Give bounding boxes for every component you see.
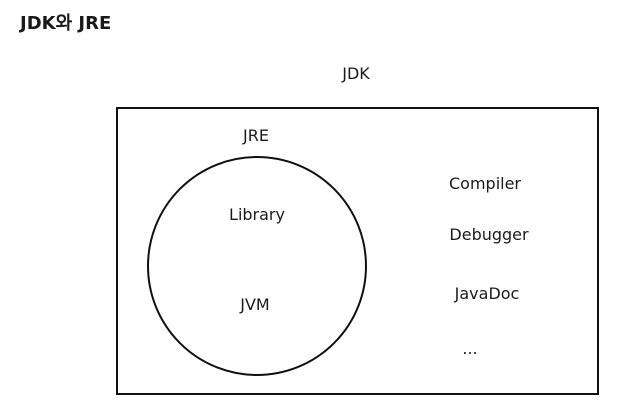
section-heading: JDK와 JRE xyxy=(20,13,112,34)
compiler-label: Compiler xyxy=(448,174,522,193)
jvm-label: JVM xyxy=(240,295,270,314)
jdk-label: JDK xyxy=(342,64,370,83)
jre-label: JRE xyxy=(243,126,269,145)
javadoc-label: JavaDoc xyxy=(454,284,520,303)
jre-circle xyxy=(147,156,367,376)
debugger-label: Debugger xyxy=(449,225,529,244)
jdk-box xyxy=(116,107,599,395)
ellipsis-label: ... xyxy=(462,339,478,358)
library-label: Library xyxy=(229,205,285,224)
